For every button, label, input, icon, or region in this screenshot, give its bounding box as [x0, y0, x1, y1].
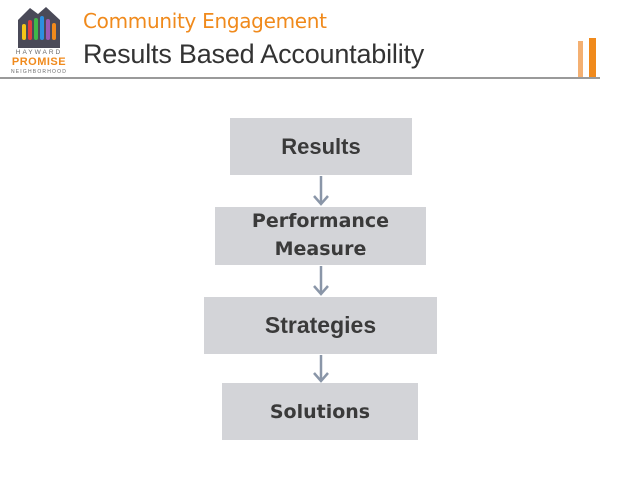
accent-bar-light [578, 41, 583, 77]
logo-text-promise: PROMISE [11, 56, 67, 68]
flow-box-label: Strategies [264, 312, 377, 338]
header-divider [0, 77, 600, 79]
slide-title: Results Based Accountability [83, 39, 425, 69]
house-with-hands-logo-icon [18, 7, 60, 48]
arrow-down-icon [313, 355, 329, 383]
flow-box-performance-measure: Performance Measure [215, 207, 426, 265]
logo-text-neighborhood: NEIGHBORHOOD [10, 69, 68, 75]
arrow-down-icon [313, 266, 329, 296]
flow-box-strategies: Strategies [204, 297, 437, 354]
flow-box-label: Results [281, 133, 361, 159]
flow-box-results: Results [230, 118, 412, 175]
flow-box-solutions: Solutions [222, 383, 418, 440]
arrow-down-icon [313, 176, 329, 206]
flow-box-label: Performance Measure [251, 210, 390, 260]
accent-bar-dark [589, 38, 596, 77]
slide-subtitle: Community Engagement [83, 9, 327, 33]
flow-box-label: Solutions [269, 400, 371, 423]
hayward-promise-logo: HAYWARD PROMISE NEIGHBORHOOD [6, 4, 72, 78]
logo-text-hayward: HAYWARD [15, 49, 63, 56]
